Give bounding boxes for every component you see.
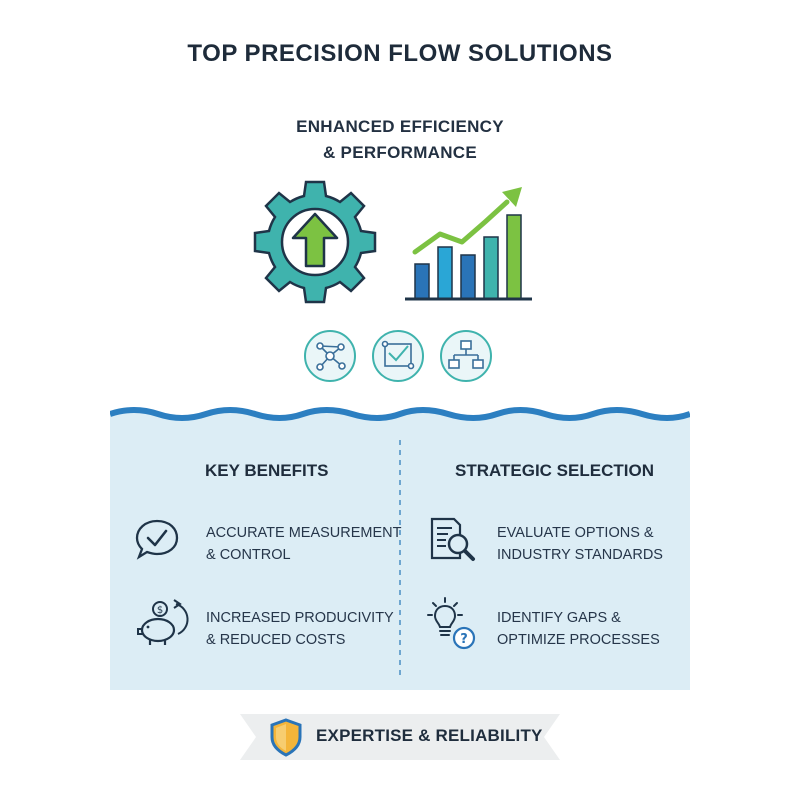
rising-bar-chart-icon — [405, 187, 532, 301]
hero-icons — [253, 180, 532, 304]
document-search-icon — [430, 517, 475, 561]
shield-icon — [270, 718, 302, 757]
expertise-banner — [240, 714, 560, 760]
svg-text:$: $ — [157, 605, 163, 616]
lightbulb-question-icon: ? — [427, 597, 476, 650]
flow-chart-check-icon — [372, 330, 424, 382]
subtitle-line-2: & PERFORMANCE — [322, 143, 478, 162]
network-nodes-icon — [304, 330, 356, 382]
piggy-bank-icon: $ — [137, 599, 189, 645]
key-benefits-heading: KEY BENEFITS — [205, 461, 329, 480]
benefits-panel-background — [110, 407, 690, 690]
benefit-item-1: ACCURATE MEASUREMENT & CONTROL — [206, 525, 402, 563]
speech-check-icon — [135, 519, 179, 560]
banner-text: EXPERTISE & RELIABILITY — [316, 726, 543, 745]
page-title: TOP PRECISION FLOW SOLUTIONS — [187, 40, 613, 67]
strategic-selection-heading: STRATEGIC SELECTION — [455, 461, 654, 480]
small-icon-row — [304, 330, 492, 382]
selection-item-1: EVALUATE OPTIONS & INDUSTRY STANDARDS — [497, 525, 663, 563]
subtitle-line-1: ENHANCED EFFICIENCY — [296, 117, 504, 136]
gear-arrow-up-icon — [253, 180, 377, 304]
subtitle: ENHANCED EFFICIENCY & PERFORMANCE — [0, 114, 800, 166]
benefit-item-2: INCREASED PRODUCIVITY & REDUCED COSTS — [206, 610, 394, 648]
selection-item-2: IDENTIFY GAPS & OPTIMIZE PROCESSES — [497, 610, 660, 648]
svg-text:?: ? — [460, 632, 468, 647]
process-flow-icon — [440, 330, 492, 382]
